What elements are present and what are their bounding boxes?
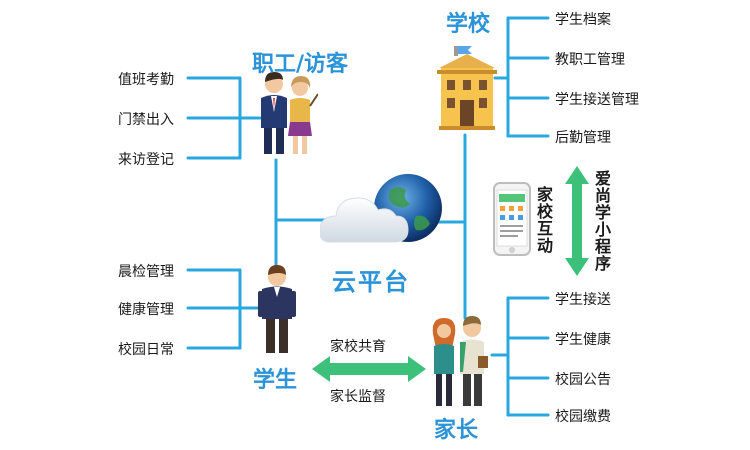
staff-visitor-figures-icon [261,72,318,154]
co-education-label: 家校共育 [330,339,386,355]
student-title: 学生 [253,368,298,393]
parent-item-student-health: 学生健康 [555,332,611,348]
student-figure-icon [258,265,296,353]
staff-item-access-control: 门禁出入 [118,112,174,128]
parents-figures-icon [432,316,488,406]
school-title: 学校 [446,12,491,37]
staff-visitor-title: 职工/访客 [252,52,349,77]
horizontal-double-arrow-icon [312,356,426,382]
school-item-pickup-management: 学生接送管理 [555,92,639,108]
cloud-globe-icon [320,174,442,243]
parent-item-campus-payment: 校园缴费 [555,409,611,425]
home-school-interaction-label: 家校互动 [536,185,553,255]
vertical-double-arrow-icon [565,166,589,276]
school-item-student-records: 学生档案 [555,12,611,28]
student-item-morning-check: 晨检管理 [118,264,174,280]
parent-item-campus-notice: 校园公告 [555,372,611,388]
staff-item-visitor-registration: 来访登记 [118,152,174,168]
school-item-logistics-management: 后勤管理 [555,130,611,146]
parent-title: 家长 [434,418,479,443]
parent-supervision-label: 家长监督 [330,389,386,405]
mini-program-label: 爱尚学小程序 [594,169,611,273]
student-item-health-management: 健康管理 [118,302,174,318]
school-item-staff-management: 教职工管理 [555,52,625,68]
parent-item-student-pickup: 学生接送 [555,292,611,308]
student-item-campus-daily: 校园日常 [118,342,174,358]
mobile-phone-icon [493,182,531,256]
school-building-icon [437,46,497,130]
staff-item-duty-attendance: 值班考勤 [118,72,174,88]
cloud-platform-label: 云平台 [332,268,410,296]
